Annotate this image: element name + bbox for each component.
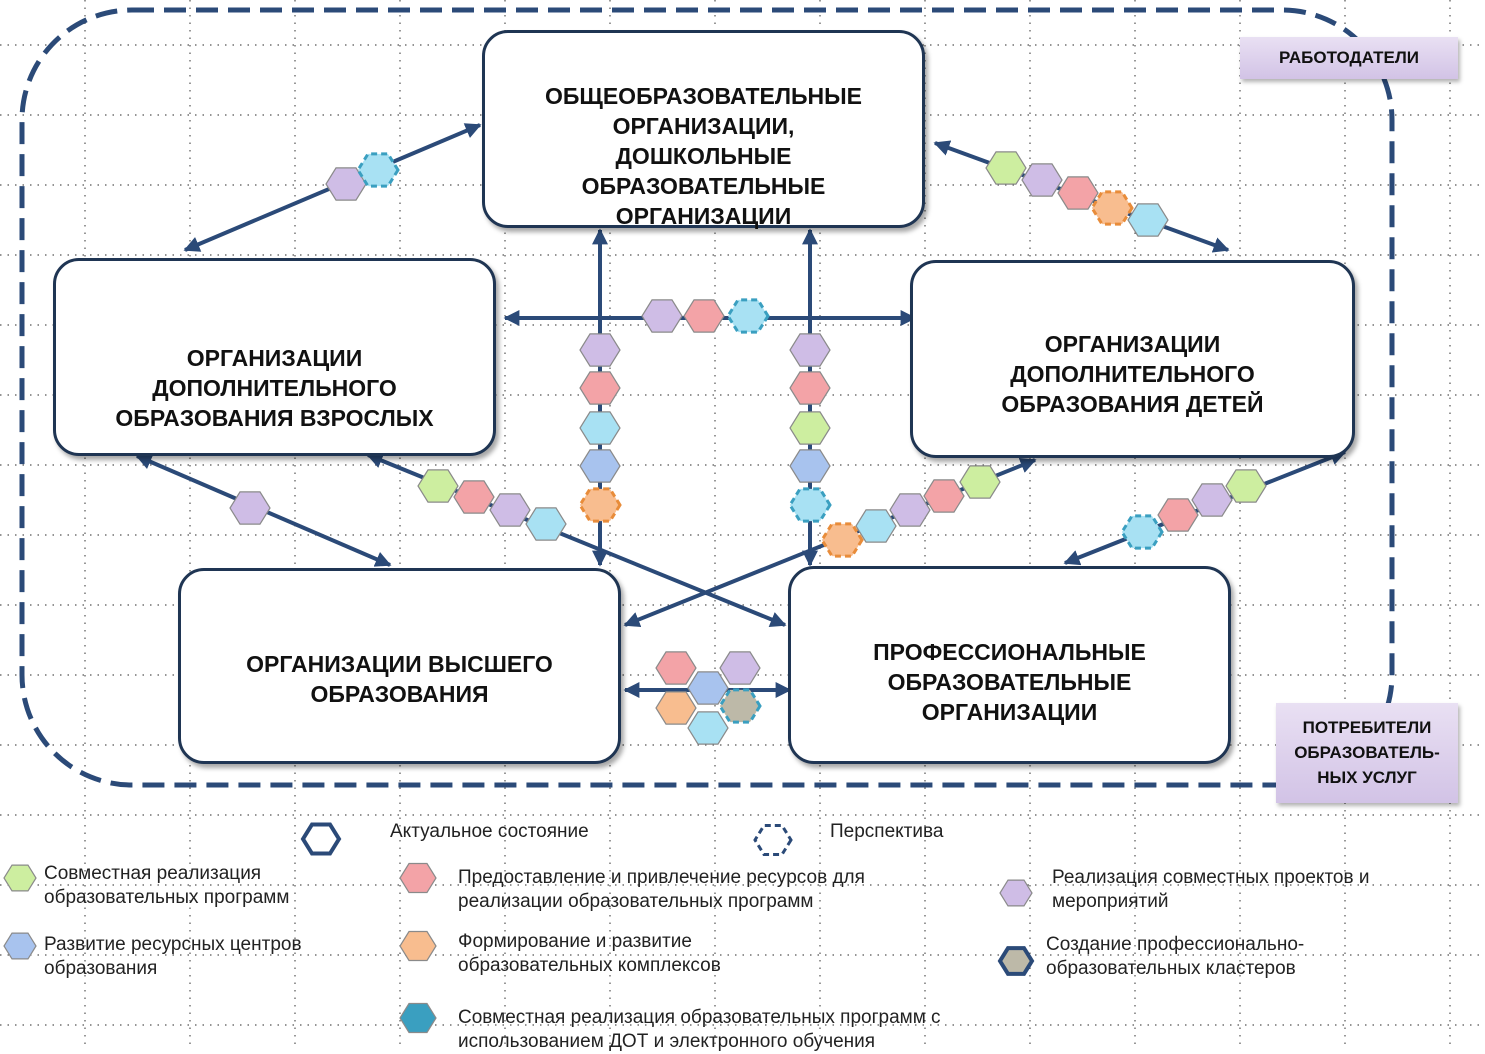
consumers-tag: ПОТРЕБИТЕЛИ ОБРАЗОВАТЕЛЬ- НЫХ УСЛУГ: [1276, 703, 1458, 803]
adult-education-label: ОРГАНИЗАЦИИ ДОПОЛНИТЕЛЬНОГО ОБРАЗОВАНИЯ …: [115, 345, 434, 431]
higher-education-box: ОРГАНИЗАЦИИ ВЫСШЕГО ОБРАЗОВАНИЯ: [178, 568, 621, 764]
hexagon-purple: [579, 333, 621, 367]
hexagon-red: [789, 371, 831, 405]
hexagon-purple: [229, 491, 271, 525]
hexagon-green: [1225, 469, 1267, 503]
hexagon-purple: [889, 493, 931, 527]
legend-actual-label: Актуальное состояние: [390, 821, 589, 842]
hexagon-green: [417, 469, 459, 503]
hexagon-red: [923, 479, 965, 513]
higher-education-label: ОРГАНИЗАЦИИ ВЫСШЕГО ОБРАЗОВАНИЯ: [246, 651, 553, 707]
general-education-box: ОБЩЕОБРАЗОВАТЕЛЬНЫЕ ОРГАНИЗАЦИИ, ДОШКОЛЬ…: [482, 30, 925, 229]
hexagon-teal: [399, 1002, 437, 1034]
hexagon-orange: [399, 930, 437, 962]
hexagon-blue: [3, 932, 37, 960]
hexagon-blue: [579, 449, 621, 483]
hexagon-cyan: [579, 411, 621, 445]
employers-tag: РАБОТОДАТЕЛИ: [1240, 37, 1458, 79]
hexagon-orange: [820, 522, 864, 558]
hexagon-blue: [789, 449, 831, 483]
legend-cyan-label: Совместная реализация образовательных пр…: [458, 1007, 941, 1052]
hexagon-cyan: [687, 711, 729, 745]
legend-orange-label: Формирование и развитие образовательных …: [458, 931, 721, 976]
hexagon-orange: [578, 487, 622, 523]
legend-red-label: Предоставление и привлечение ресурсов дл…: [458, 867, 865, 912]
hexagon-cyan: [1127, 203, 1169, 237]
hexagon-purple: [719, 651, 761, 685]
hexagon-green: [789, 411, 831, 445]
hexagon-orange: [1090, 190, 1134, 226]
hexagon-green: [959, 465, 1001, 499]
legend-perspective-icon: [753, 824, 793, 856]
hexagon-red: [399, 862, 437, 894]
ecosystem-boundary: [19, 7, 1395, 788]
hexagon-cyan: [726, 298, 770, 334]
legend-green-label: Совместная реализация образовательных пр…: [44, 863, 290, 908]
children-education-box: ОРГАНИЗАЦИИ ДОПОЛНИТЕЛЬНОГО ОБРАЗОВАНИЯ …: [910, 260, 1355, 458]
legend-purple-label: Реализация совместных проектов и меропри…: [1052, 867, 1370, 912]
professional-education-label: ПРОФЕССИОНАЛЬНЫЕ ОБРАЗОВАТЕЛЬНЫЕ ОРГАНИЗ…: [873, 639, 1146, 725]
adult-education-box: ОРГАНИЗАЦИИ ДОПОЛНИТЕЛЬНОГО ОБРАЗОВАНИЯ …: [53, 258, 496, 456]
hexagon-orange: [655, 691, 697, 725]
legend-blue-label: Развитие ресурсных центров образования: [44, 934, 302, 979]
hexagon-cyan: [855, 509, 897, 543]
hexagon-red: [453, 480, 495, 514]
hexagon-gray: [997, 946, 1035, 976]
professional-education-box: ПРОФЕССИОНАЛЬНЫЕ ОБРАЗОВАТЕЛЬНЫЕ ОРГАНИЗ…: [788, 566, 1231, 764]
hexagon-purple: [325, 167, 367, 201]
hexagon-cyan: [1120, 514, 1164, 550]
hexagon-purple: [1021, 163, 1063, 197]
legend-gray-label: Создание профессионально-образовательных…: [1046, 934, 1305, 979]
hexagon-cyan: [525, 507, 567, 541]
hexagon-green: [3, 864, 37, 892]
hexagon-red: [579, 371, 621, 405]
hexagon-cyan: [788, 487, 832, 523]
hexagon-purple: [641, 299, 683, 333]
hexagon-green: [985, 151, 1027, 185]
hexagon-purple: [789, 333, 831, 367]
hexagon-purple: [999, 879, 1033, 907]
hexagon-red: [1057, 176, 1099, 210]
general-education-label: ОБЩЕОБРАЗОВАТЕЛЬНЫЕ ОРГАНИЗАЦИИ, ДОШКОЛЬ…: [544, 83, 862, 229]
hexagon-red: [1157, 498, 1199, 532]
children-education-label: ОРГАНИЗАЦИИ ДОПОЛНИТЕЛЬНОГО ОБРАЗОВАНИЯ …: [1001, 331, 1264, 417]
hexagon-gray: [718, 688, 762, 724]
hexagon-purple: [1191, 483, 1233, 517]
hexagon-red: [683, 299, 725, 333]
hexagon-cyan: [356, 152, 400, 188]
legend-actual-icon: [300, 822, 342, 856]
hexagon-red: [655, 651, 697, 685]
legend-perspective-label: Перспектива: [830, 821, 944, 842]
hexagon-purple: [489, 493, 531, 527]
hexagon-blue: [687, 671, 729, 705]
